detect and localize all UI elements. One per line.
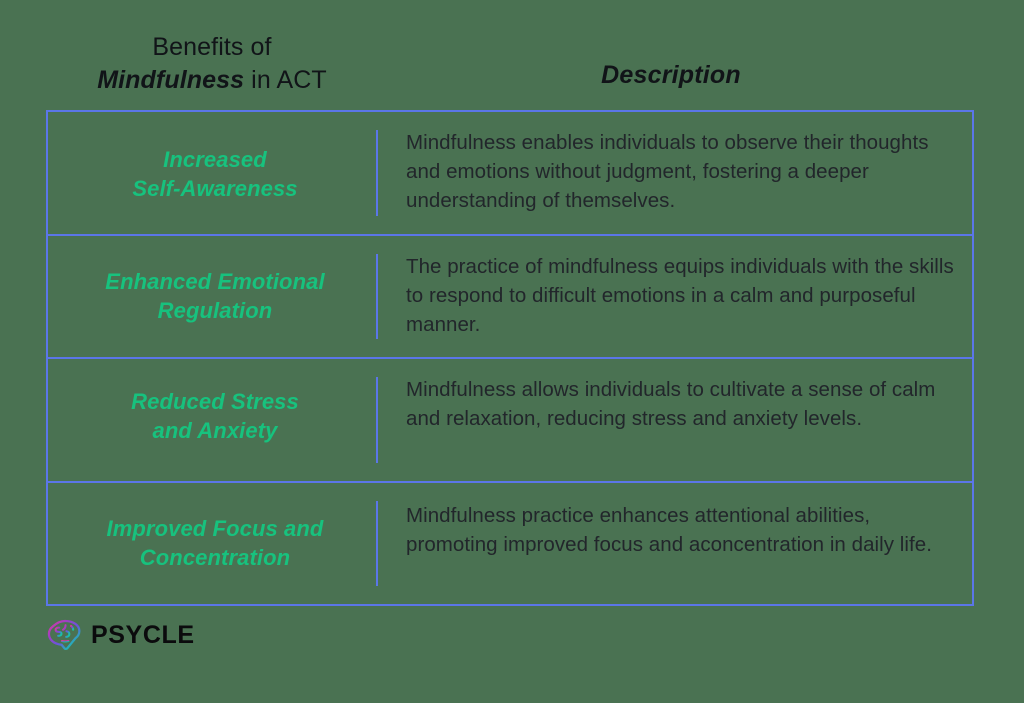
brand-logo: PSYCLE [46, 618, 195, 652]
column-header-benefits-emphasis: Mindfulness [97, 65, 245, 94]
brain-icon [47, 619, 81, 651]
table-header: Benefits of Mindfulness in ACT Descripti… [46, 28, 974, 106]
table-cell-benefit: Increased Self-Awareness [48, 112, 378, 234]
description-text: The practice of mindfulness equips indiv… [406, 254, 954, 336]
description-text: Mindfulness enables individuals to obser… [406, 131, 929, 213]
benefit-label-line1: Enhanced Emotional [105, 269, 325, 295]
benefit-label-line2: Concentration [139, 545, 291, 571]
benefit-label: Enhanced Emotional Regulation [105, 267, 324, 325]
benefit-label: Improved Focus and Concentration [107, 514, 324, 572]
benefit-label: Reduced Stress and Anxiety [131, 387, 299, 445]
benefits-table: Increased Self-Awareness Mindfulness ena… [46, 110, 974, 606]
table-cell-description: Mindfulness practice enhances attentiona… [378, 483, 972, 605]
table-row: Increased Self-Awareness Mindfulness ena… [48, 112, 972, 236]
logo-wordmark: PSYCLE [91, 620, 195, 649]
benefit-label-line1: Improved Focus and [106, 516, 324, 542]
table-cell-description: Mindfulness allows individuals to cultiv… [378, 359, 972, 481]
description-text: Mindfulness practice enhances attentiona… [406, 503, 932, 556]
cell-divider [376, 253, 378, 339]
table-cell-description: Mindfulness enables individuals to obser… [378, 112, 972, 234]
column-header-benefits-line2: Mindfulness in ACT [46, 65, 378, 96]
column-header-benefits-line1: Benefits of [152, 33, 272, 61]
benefit-label-line1: Reduced Stress [131, 388, 299, 414]
description-text: Mindfulness allows individuals to cultiv… [406, 378, 936, 431]
cell-divider [376, 130, 378, 216]
cell-divider [376, 377, 378, 463]
benefit-label-line2: Regulation [157, 298, 273, 324]
column-header-benefits-rest: in ACT [244, 65, 327, 94]
cell-divider [376, 500, 378, 586]
table-cell-description: The practice of mindfulness equips indiv… [378, 236, 972, 358]
column-header-benefits: Benefits of Mindfulness in ACT [46, 28, 378, 95]
table-cell-benefit: Improved Focus and Concentration [48, 483, 378, 605]
table-cell-benefit: Enhanced Emotional Regulation [48, 236, 378, 358]
benefit-label-line2: and Anxiety [152, 417, 278, 443]
benefit-label-line1: Increased [163, 146, 267, 172]
table-row: Reduced Stress and Anxiety Mindfulness a… [48, 359, 972, 483]
column-header-description: Description [601, 61, 741, 89]
benefit-label-line2: Self-Awareness [132, 175, 298, 201]
table-row: Enhanced Emotional Regulation The practi… [48, 236, 972, 359]
table-row: Improved Focus and Concentration Mindful… [48, 483, 972, 605]
table-cell-benefit: Reduced Stress and Anxiety [48, 359, 378, 481]
benefit-label: Increased Self-Awareness [132, 145, 297, 203]
